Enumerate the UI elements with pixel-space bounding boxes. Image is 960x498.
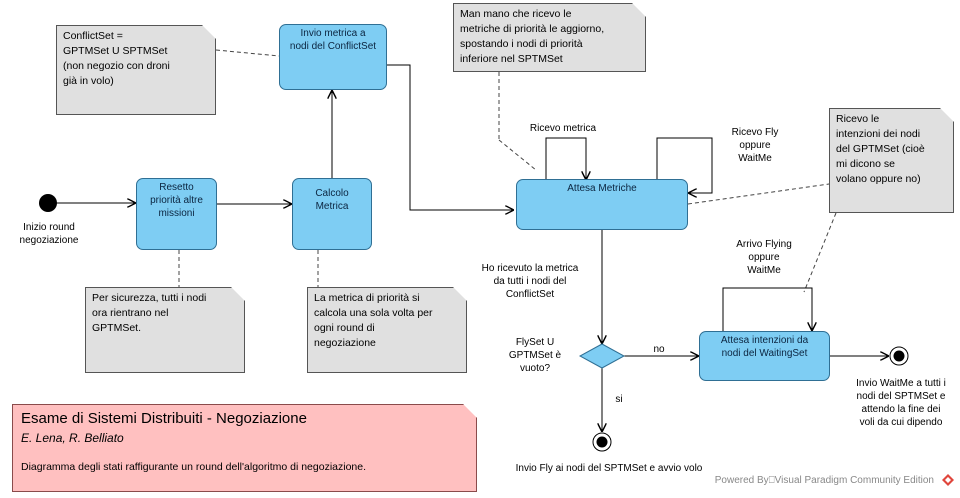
decision-label: FlySet U GPTMSet è vuoto? (508, 337, 562, 374)
transition-label-si: si (615, 394, 623, 405)
state-attesa-intenzioni[interactable]: Attesa intenzioni da nodi del WaitingSet (699, 331, 830, 381)
state-calcolo-metrica[interactable]: Calcolo Metrica (292, 178, 372, 250)
note-ricevo-intenzioni: Ricevo le intenzioni dei nodi del GPTMSe… (829, 108, 954, 213)
powered-by-label: Powered By⎕Visual Paradigm Community Edi… (714, 475, 934, 486)
visual-paradigm-logo-icon (942, 474, 954, 486)
diagram-title: Esame di Sistemi Distribuiti - Negoziazi… (21, 410, 307, 427)
state-attesa-metriche[interactable]: Attesa Metriche (516, 179, 688, 230)
state-invio-metrica[interactable]: Invio metrica a nodi del ConflictSet (279, 24, 387, 90)
decision-diamond (578, 343, 626, 369)
note-sicurezza: Per sicurezza, tutti i nodi ora rientran… (85, 287, 245, 373)
note-anchor-lines (178, 49, 837, 293)
title-note: Esame di Sistemi Distribuiti - Negoziazi… (12, 404, 477, 492)
transition-label-no: no (653, 344, 665, 355)
note-conflictset: ConflictSet = GPTMSet U SPTMSet (non neg… (56, 25, 216, 115)
note-man-mano: Man mano che ricevo le metriche di prior… (453, 3, 646, 72)
end-label-invio-fly: Invio Fly ai nodi del SPTMSet e avvio vo… (515, 463, 703, 474)
note-metrica-priorita: La metrica di priorità si calcola una so… (307, 287, 467, 373)
initial-state-node (39, 194, 57, 212)
state-resetto-priorita[interactable]: Resetto priorità altre missioni (136, 178, 217, 250)
transition-label-ricevo-metrica: Ricevo metrica (529, 123, 597, 134)
transition-label-ho-ricevuto: Ho ricevuto la metrica da tutti i nodi d… (481, 263, 579, 300)
diagram-authors: E. Lena, R. Belliato (21, 431, 124, 445)
final-state-bottom (592, 432, 612, 452)
diagram-description: Diagramma degli stati raffigurante un ro… (21, 461, 367, 473)
transition-label-ricevo-fly: Ricevo Fly oppure WaitMe (731, 127, 779, 164)
start-label: Inizio round negoziazione (19, 222, 79, 246)
final-state-right (889, 346, 909, 366)
transition-label-arrivo-flying: Arrivo Flying oppure WaitMe (736, 239, 792, 276)
transition-lines (56, 64, 889, 432)
end-label-invio-waitme: Invio WaitMe a tutti i nodi del SPTMSet … (856, 378, 946, 428)
